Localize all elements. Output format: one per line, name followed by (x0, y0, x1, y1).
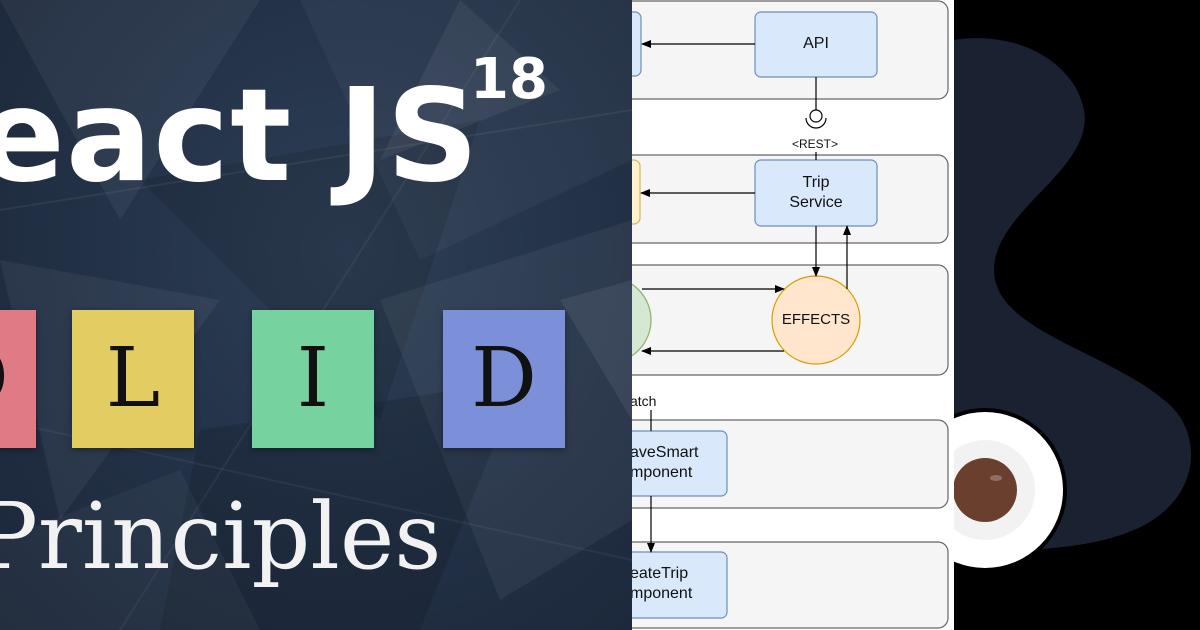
rest-interface-socket (805, 117, 827, 129)
effects-label: EFFECTS (781, 311, 851, 328)
react-version: 18 (470, 47, 548, 112)
left-box-service-row (632, 159, 641, 225)
react-solid-banner: eact JS 18 O L I D Principles (0, 0, 632, 630)
save-smart-label: aveSmart mponent (632, 444, 699, 481)
tile-i-letter: I (296, 331, 330, 426)
rest-interface-ball (809, 109, 823, 123)
principles-subtitle: Principles (0, 483, 442, 590)
tile-o: O (0, 310, 36, 448)
coffee-decoration (954, 0, 1200, 630)
tile-l: L (72, 310, 194, 448)
tile-d-letter: D (471, 331, 537, 426)
left-box-api-row (632, 11, 642, 77)
tile-l-letter: L (105, 331, 161, 426)
coffee-highlight (990, 475, 1002, 481)
react-js-title: eact JS (0, 62, 480, 211)
rest-label: <REST> (792, 137, 839, 151)
dispatch-label: atch (632, 393, 657, 409)
tile-d: D (443, 310, 565, 448)
tile-o-letter: O (0, 331, 9, 426)
api-node-label: API (803, 35, 829, 52)
save-smart-node (632, 430, 728, 497)
left-store-circle (632, 283, 652, 357)
tile-i: I (252, 310, 374, 448)
create-trip-label: eateTrip mponent (632, 565, 693, 602)
architecture-diagram: API <REST> Trip Service EFFECTS atch ave… (632, 0, 954, 630)
create-trip-node (632, 551, 728, 619)
trip-service-label: Trip Service (789, 174, 843, 211)
coffee-surface (954, 458, 1017, 522)
